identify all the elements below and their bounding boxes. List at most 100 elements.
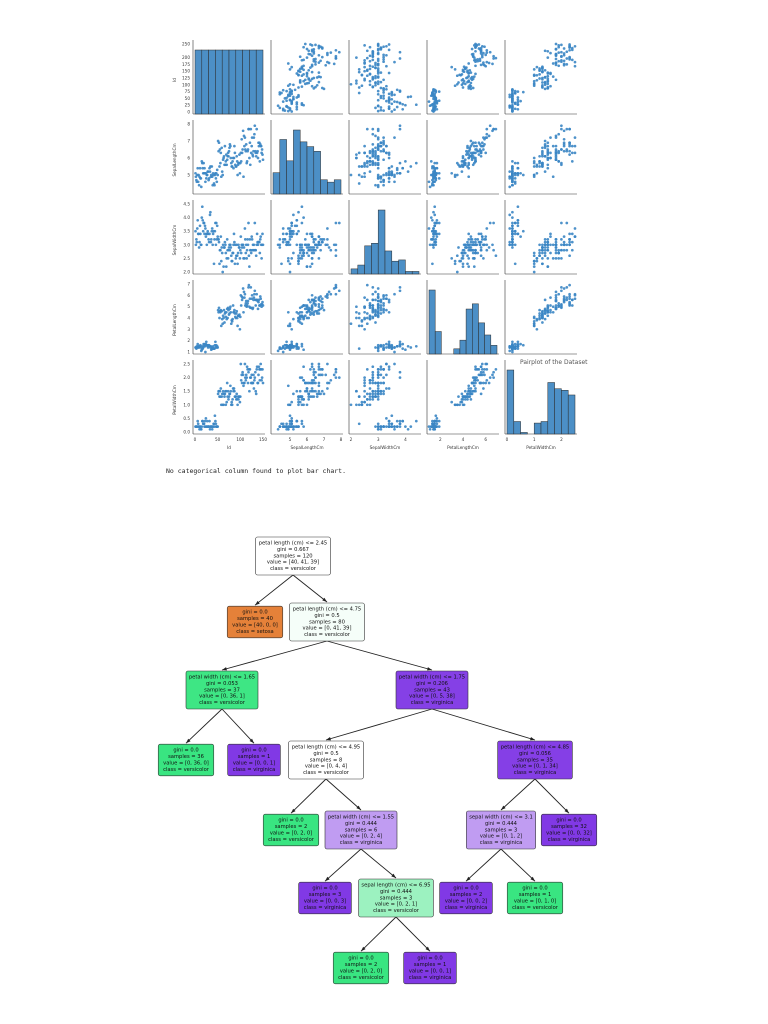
scatter-point (516, 90, 520, 93)
scatter-point (535, 171, 539, 175)
scatter-point (355, 82, 358, 85)
scatter-point (216, 235, 220, 238)
scatter-point (292, 83, 295, 87)
scatter-point (371, 49, 375, 53)
scatter-point (541, 69, 544, 73)
scatter-point (238, 248, 242, 252)
scatter-point (259, 144, 263, 148)
scatter-point (312, 76, 316, 80)
tree-edge-arrowhead (326, 737, 331, 741)
scatter-point (482, 136, 485, 139)
scatter-point (535, 165, 539, 168)
tree-edge (360, 848, 397, 879)
scatter-point (516, 161, 520, 165)
scatter-point (398, 124, 402, 128)
scatter-point (374, 66, 377, 69)
scatter-point (431, 183, 434, 187)
scatter-point (371, 75, 375, 79)
scatter-point (234, 165, 238, 168)
scatter-point (393, 60, 396, 64)
scatter-point (290, 65, 294, 69)
scatter-point (471, 86, 475, 90)
scatter-point (543, 139, 547, 143)
scatter-point (329, 51, 333, 54)
y-tick-label: 3.5 (183, 229, 190, 234)
tree-node-line: value = [0, 0, 1] (409, 969, 451, 975)
scatter-point (300, 85, 304, 88)
scatter-point (259, 235, 263, 238)
scatter-point (387, 180, 391, 184)
scatter-point (460, 170, 464, 173)
scatter-point (437, 177, 441, 180)
tree-node-line: samples = 6 (345, 827, 378, 833)
scatter-point (298, 55, 302, 59)
tree-node-line: petal length (cm) <= 4.85 (501, 745, 569, 751)
scatter-point (255, 232, 259, 236)
scatter-point (433, 168, 437, 172)
scatter-point (355, 156, 358, 160)
scatter-point (310, 84, 314, 88)
scatter-point (365, 56, 369, 60)
scatter-point (288, 82, 292, 86)
scatter-point (278, 91, 282, 94)
scatter-point (565, 57, 569, 60)
scatter-point (485, 48, 489, 52)
scatter-point (255, 127, 259, 131)
scatter-point (376, 47, 380, 51)
scatter-point (218, 262, 221, 266)
scatter-point (251, 154, 255, 158)
scatter-point (565, 63, 569, 66)
scatter-point (244, 251, 248, 255)
scatter-point (546, 85, 550, 89)
scatter-point (310, 63, 314, 67)
scatter-point (513, 177, 517, 180)
scatter-point (511, 173, 514, 177)
scatter-point (382, 180, 385, 184)
tree-node-line: samples = 3 (309, 892, 342, 898)
scatter-point (243, 257, 246, 260)
scatter-point (281, 240, 285, 244)
scatter-point (385, 151, 388, 155)
scatter-point (546, 144, 550, 148)
scatter-point (314, 85, 317, 89)
tree-edge (465, 848, 502, 882)
tree-node-line: class = virginica (340, 840, 383, 846)
scatter-point (201, 218, 205, 222)
scatter-point (538, 165, 541, 168)
scatter-point (376, 67, 380, 70)
scatter-point (198, 166, 202, 170)
scatter-point (300, 102, 304, 105)
scatter-point (478, 57, 482, 61)
pairplot-cell (270, 200, 343, 275)
scatter-point (483, 45, 486, 49)
scatter-point (276, 104, 280, 108)
scatter-point (474, 58, 477, 62)
scatter-point (242, 175, 245, 179)
scatter-point (212, 262, 216, 266)
scatter-point (232, 156, 236, 160)
scatter-point (250, 144, 254, 148)
scatter-point (195, 227, 199, 230)
scatter-point (535, 73, 539, 77)
scatter-point (307, 49, 311, 53)
scatter-point (557, 51, 561, 54)
scatter-point (513, 161, 517, 165)
scatter-point (317, 44, 321, 48)
tree-node-line: class = setosa (236, 629, 274, 635)
scatter-point (554, 42, 558, 46)
scatter-point (213, 229, 217, 233)
scatter-point (432, 87, 435, 91)
tree-node-line: samples = 36 (168, 754, 204, 760)
scatter-point (469, 139, 473, 143)
scatter-point (240, 151, 244, 155)
scatter-point (208, 170, 212, 173)
scatter-point (326, 60, 329, 64)
scatter-point (305, 74, 309, 78)
scatter-point (557, 44, 561, 47)
scatter-point (379, 80, 383, 84)
scatter-point (315, 83, 319, 87)
